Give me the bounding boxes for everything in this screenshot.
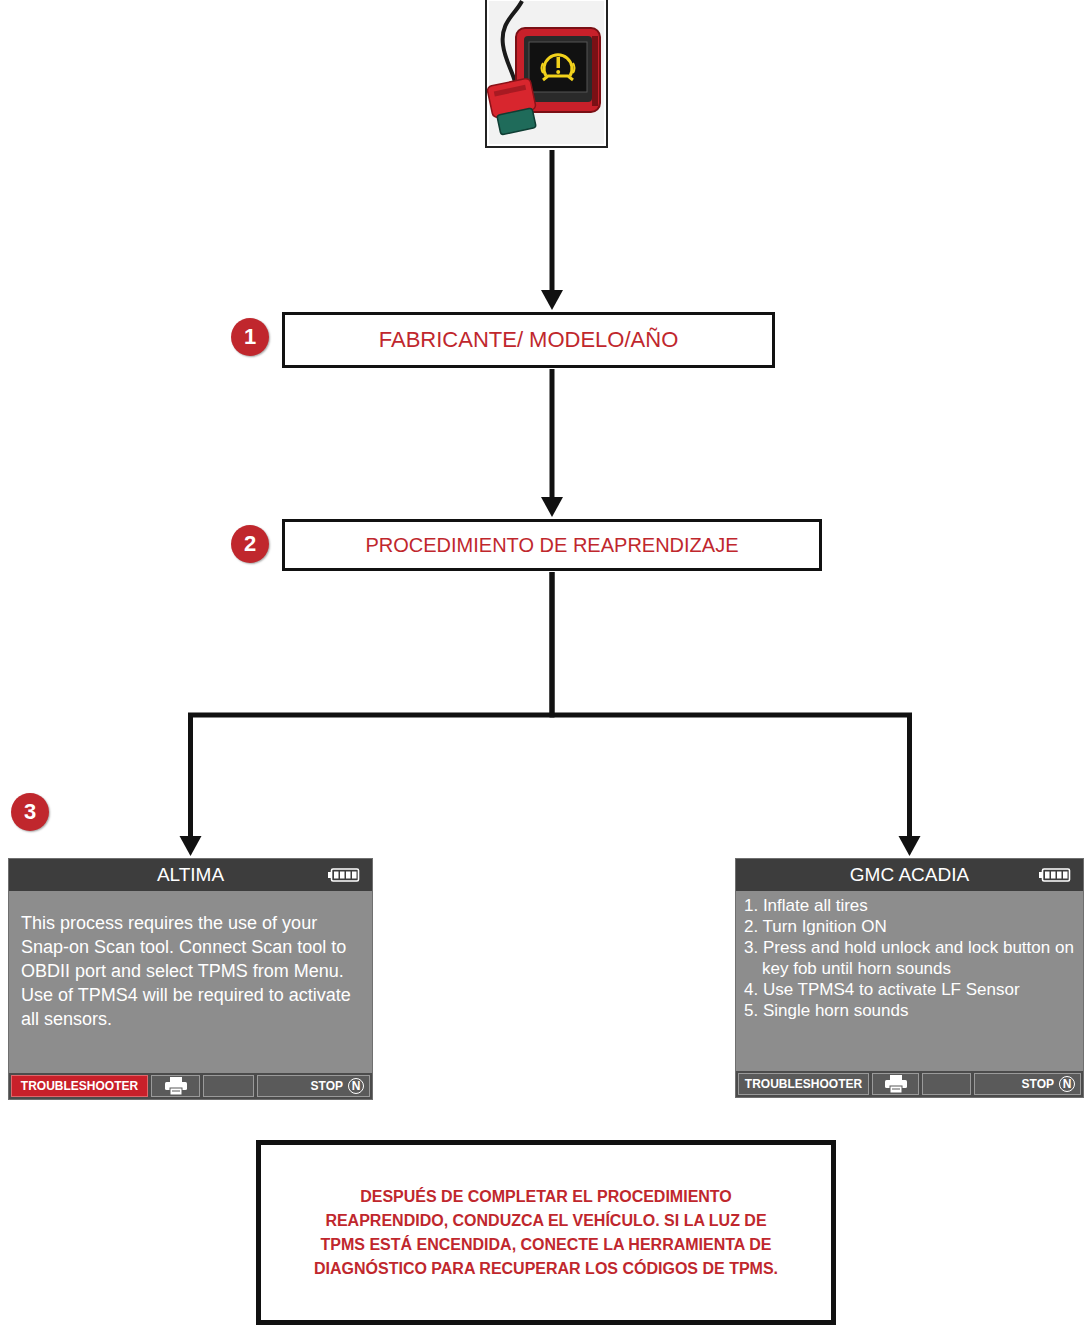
connector-line bbox=[191, 572, 553, 836]
button-key: N bbox=[348, 1078, 364, 1094]
screen-title: ALTIMA bbox=[157, 864, 224, 886]
step-item: 5. Single horn sounds bbox=[744, 1000, 1075, 1021]
connector-tip bbox=[497, 108, 536, 135]
device-screen: GMC ACADIA 1. Inflate all tires2. Turn Ig… bbox=[735, 858, 1084, 1098]
picture-ground bbox=[489, 1, 604, 144]
printer-icon bbox=[165, 1077, 187, 1095]
process-box: FABRICANTE/ MODELO/AÑO bbox=[282, 312, 775, 368]
callout-number: 2 bbox=[231, 525, 269, 563]
screen-body: 1. Inflate all tires2. Turn Ignition ON3… bbox=[736, 891, 1083, 1071]
print-button bbox=[151, 1075, 200, 1097]
scan-tool-bezel bbox=[524, 36, 592, 102]
box-label: FABRICANTE/ MODELO/AÑO bbox=[379, 327, 679, 353]
connector-ridge bbox=[494, 85, 526, 97]
connector-line bbox=[552, 572, 910, 836]
screen-message: This process requires the use of your Sn… bbox=[21, 911, 360, 1031]
device-screen: ALTIMA This process requires the use of y… bbox=[8, 858, 373, 1100]
screen-footer: TROUBLESHOOTER STOP N bbox=[9, 1073, 372, 1099]
step-item: 1. Inflate all tires bbox=[744, 895, 1075, 916]
box-label: DESPUÉS DE COMPLETAR EL PROCEDIMIENTO RE… bbox=[301, 1185, 791, 1281]
scan-tool-illustration bbox=[486, 0, 607, 147]
stop-button: STOP N bbox=[257, 1075, 370, 1097]
button-label: STOP bbox=[1022, 1077, 1054, 1091]
troubleshooter-button: TROUBLESHOOTER bbox=[738, 1073, 869, 1095]
step-item: 4. Use TPMS4 to activate LF Sensor bbox=[744, 979, 1075, 1000]
tpms-symbol bbox=[556, 70, 560, 74]
scan-tool-screen bbox=[529, 42, 587, 92]
picture-frame bbox=[486, 0, 607, 147]
blank-button bbox=[922, 1073, 971, 1095]
connector bbox=[541, 369, 563, 517]
step-item: 3. Press and hold unlock and lock button… bbox=[744, 937, 1075, 979]
arrowhead bbox=[541, 497, 563, 517]
connector bbox=[552, 572, 921, 856]
callout-number: 3 bbox=[11, 793, 49, 831]
screen-footer: TROUBLESHOOTER STOP N bbox=[736, 1071, 1083, 1097]
button-label: STOP bbox=[311, 1079, 343, 1093]
battery-icon bbox=[328, 868, 360, 882]
screen-title: GMC ACADIA bbox=[850, 864, 969, 886]
callout-number: 1 bbox=[231, 318, 269, 356]
flow-arrow bbox=[541, 150, 563, 310]
box-label: PROCEDIMIENTO DE REAPRENDIZAJE bbox=[365, 534, 738, 557]
obd-connector bbox=[487, 78, 540, 136]
arrow-line bbox=[550, 150, 555, 292]
troubleshooter-button: TROUBLESHOOTER bbox=[11, 1075, 148, 1097]
tpms-symbol bbox=[557, 57, 561, 68]
screen-header: ALTIMA bbox=[9, 859, 372, 891]
step-item: 2. Turn Ignition ON bbox=[744, 916, 1075, 937]
battery-holder bbox=[328, 868, 360, 886]
process-box: PROCEDIMIENTO DE REAPRENDIZAJE bbox=[282, 519, 822, 571]
button-key: N bbox=[1059, 1076, 1075, 1092]
button-label: TROUBLESHOOTER bbox=[745, 1077, 862, 1091]
blank-button bbox=[203, 1075, 254, 1097]
note-box: DESPUÉS DE COMPLETAR EL PROCEDIMIENTO RE… bbox=[256, 1140, 836, 1325]
screen-body: This process requires the use of your Sn… bbox=[9, 891, 372, 1073]
arrowhead bbox=[541, 290, 563, 310]
tpms-symbol bbox=[544, 55, 572, 76]
stop-button: STOP N bbox=[974, 1073, 1081, 1095]
arrowhead bbox=[899, 836, 921, 856]
battery-icon bbox=[1039, 868, 1071, 882]
printer-icon bbox=[885, 1075, 907, 1093]
battery-holder bbox=[1039, 868, 1071, 886]
connector bbox=[180, 572, 553, 856]
tpms-symbol bbox=[543, 76, 573, 80]
screen-header: GMC ACADIA bbox=[736, 859, 1083, 891]
connector-line bbox=[550, 369, 555, 497]
arrowhead bbox=[180, 836, 202, 856]
button-label: TROUBLESHOOTER bbox=[21, 1079, 138, 1093]
print-button bbox=[872, 1073, 919, 1095]
scan-tool-grip bbox=[592, 36, 598, 106]
